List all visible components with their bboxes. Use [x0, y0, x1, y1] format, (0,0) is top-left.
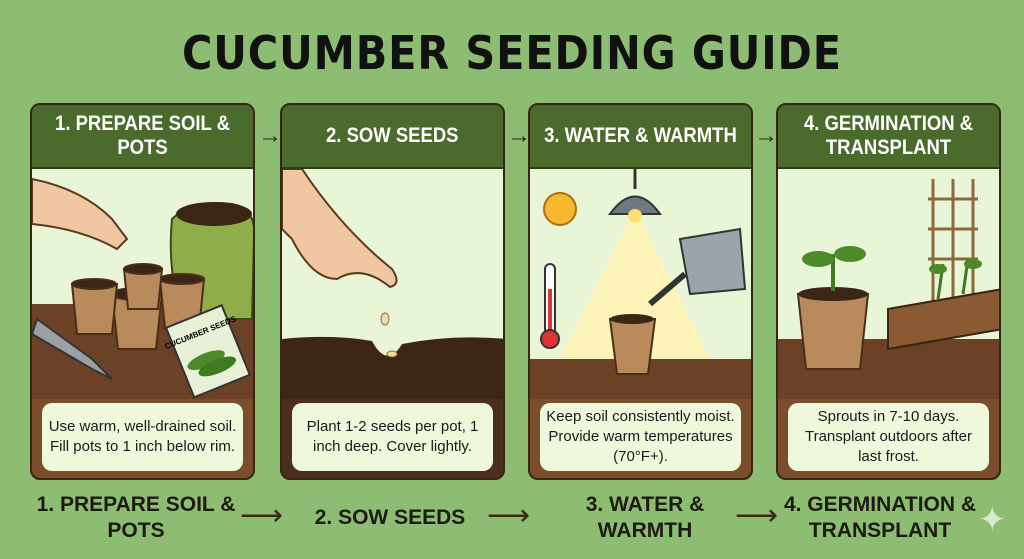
step-header-2: 2. SOW SEEDS — [282, 105, 503, 169]
step-description-1: Use warm, well-drained soil. Fill pots t… — [42, 403, 243, 471]
sparkle-icon: ✦ — [978, 501, 1007, 539]
arrow-right-icon: → — [754, 122, 778, 149]
step-label-1: 1. PREPARE SOIL & POTS — [36, 493, 236, 542]
step-panel-4: 4. GERMINATION & TRANSPLANT Sprouts in 7… — [776, 103, 1001, 480]
arrow-right-icon: → — [258, 122, 282, 149]
germination-illustration — [778, 169, 999, 399]
step-header-3: 3. WATER & WARMTH — [530, 105, 751, 169]
prepare-soil-illustration: CUCUMBER SEEDS — [32, 169, 253, 399]
step-label-2: 2. SOW SEEDS — [314, 506, 466, 529]
step-description-4: Sprouts in 7-10 days. Transplant outdoor… — [788, 403, 989, 471]
step-description-2: Plant 1-2 seeds per pot, 1 inch deep. Co… — [292, 403, 493, 471]
step-label-3: 3. WATER & WARMTH — [585, 493, 705, 542]
step-panel-1: 1. PREPARE SOIL & POTS CUCUMBER SEEDS Us… — [30, 103, 255, 480]
step-panel-3: 3. WATER & WARMTH Keep soil consistently… — [528, 103, 753, 480]
arrow-right-icon: ⟶ — [487, 499, 531, 532]
page-title: CUCUMBER SEEDING GUIDE — [182, 26, 842, 80]
sow-seeds-illustration — [282, 169, 503, 399]
arrow-right-icon: ⟶ — [240, 499, 284, 532]
step-header-1: 1. PREPARE SOIL & POTS — [32, 105, 253, 169]
step-panel-2: 2. SOW SEEDS Plant 1-2 seeds per pot, 1 … — [280, 103, 505, 480]
arrow-right-icon: ⟶ — [735, 499, 779, 532]
water-warmth-illustration — [530, 169, 751, 399]
arrow-right-icon: → — [507, 122, 531, 149]
step-label-4: 4. GERMINATION & TRANSPLANT — [783, 493, 977, 542]
step-header-4: 4. GERMINATION & TRANSPLANT — [778, 105, 999, 169]
step-description-3: Keep soil consistently moist. Provide wa… — [540, 403, 741, 471]
